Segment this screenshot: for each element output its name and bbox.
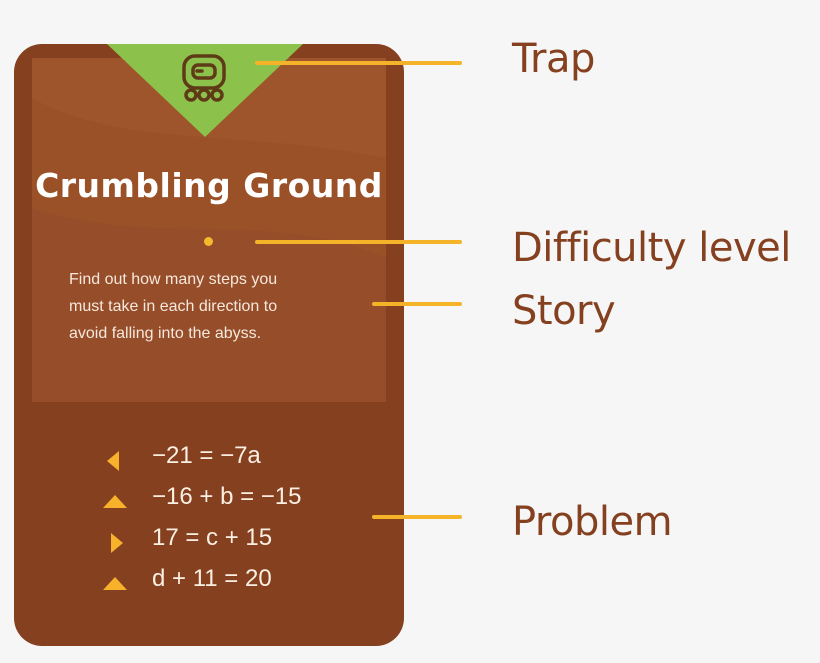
right-arrow-icon (111, 533, 123, 553)
card-title: Crumbling Ground (35, 166, 383, 205)
story-line: must take in each direction to (69, 298, 278, 315)
glyph-stone-icon (182, 54, 226, 102)
problem-equation: 17 = c + 15 (152, 524, 273, 551)
left-arrow-icon (107, 451, 119, 471)
problem-pointer (372, 515, 462, 519)
difficulty-dot (204, 237, 213, 246)
story-text: Find out how many steps you must take in… (69, 266, 369, 347)
problem-equation: d + 11 = 20 (152, 565, 272, 592)
story-pointer (372, 302, 462, 306)
story-line: Find out how many steps you (69, 271, 278, 288)
up-arrow-icon (103, 495, 127, 508)
difficulty-pointer (255, 240, 462, 244)
story-line: avoid falling into the abyss. (69, 325, 262, 342)
trap-pointer (255, 61, 462, 65)
problem-equation: −21 = −7a (152, 442, 261, 469)
story-label: Story (512, 288, 616, 334)
difficulty-label: Difficulty level (512, 225, 791, 271)
up-arrow-icon (103, 577, 127, 590)
problem-label: Problem (512, 499, 673, 545)
problem-equation: −16 + b = −15 (152, 483, 302, 510)
trap-badge (107, 44, 303, 137)
trap-card: Crumbling Ground Find out how many steps… (14, 44, 404, 646)
trap-label: Trap (512, 36, 595, 82)
